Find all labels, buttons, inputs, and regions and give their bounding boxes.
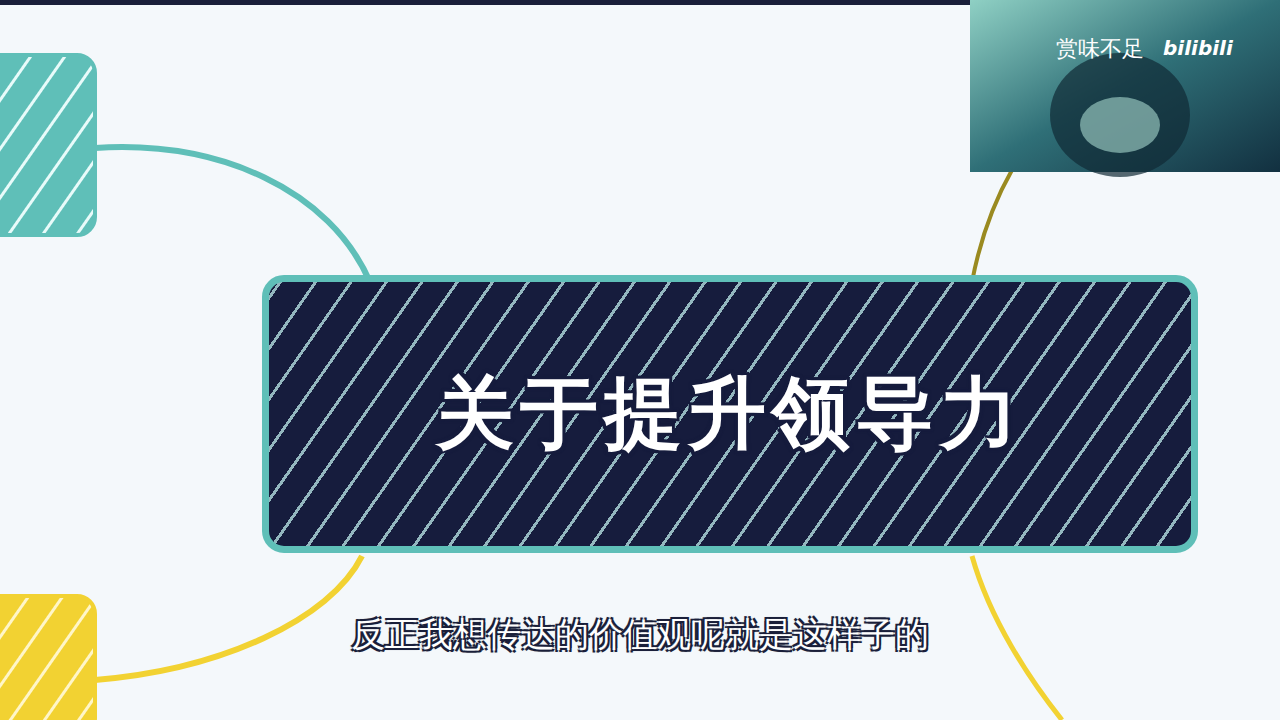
subtitle: 反正我想传达的价值观呢就是这样子的 [351,612,929,658]
branch-box [0,55,95,235]
webcam-face [1050,53,1190,177]
topic-title: 关于提升领导力 [436,362,1024,467]
watermark-text: 赏味不足 [1056,34,1144,64]
branch-box [0,596,95,720]
branch-line [95,147,370,282]
branch-line [972,556,1062,720]
branch-line [95,556,362,680]
webcam-face [1080,97,1160,153]
branch-line [972,170,1012,282]
central-topic-box: 关于提升领导力 [262,275,1198,553]
watermark-logo: bilibili [1163,36,1233,60]
